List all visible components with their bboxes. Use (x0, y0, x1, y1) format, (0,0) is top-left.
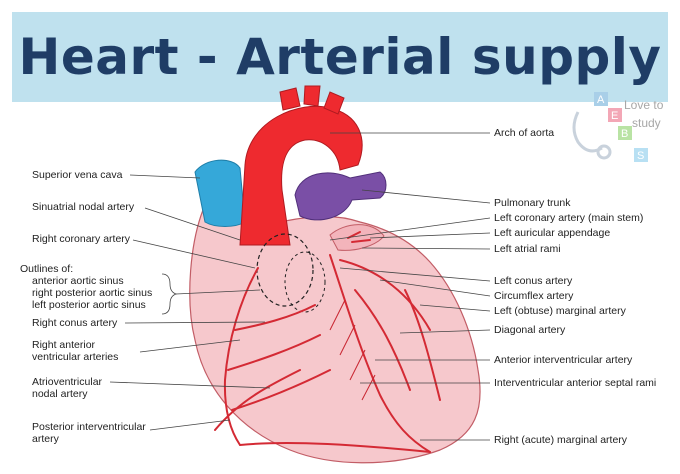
left-auricular-appendage (329, 224, 385, 251)
leader-right-anterior-ventricular (139, 339, 241, 353)
label-atrioventricular-line2: nodal artery (32, 388, 88, 400)
label-anterior-aortic-sinus: anterior aortic sinus (32, 275, 124, 287)
leader-sinuatrial-nodal-artery (144, 207, 241, 241)
leader-pulmonary-trunk (361, 189, 491, 204)
circumflex-vessel (339, 259, 431, 331)
label-diagonal-artery: Diagonal artery (494, 324, 566, 336)
label-circumflex-artery: Circumflex artery (494, 290, 574, 302)
label-right-anterior-line1: Right anterior (32, 339, 96, 351)
pulmonary-trunk (294, 171, 387, 221)
label-right-posterior-aortic-sinus: right posterior aortic sinus (32, 287, 152, 299)
letter-tile-a (594, 92, 608, 106)
label-sinuatrial-nodal-artery: Sinuatrial nodal artery (32, 201, 135, 213)
aortic-branch-3 (323, 91, 345, 115)
right-ventricular-branch-3 (231, 369, 331, 411)
logo-letter-s: S (637, 150, 644, 162)
aortic-arch (239, 105, 363, 246)
logo-letter-a: A (597, 94, 605, 106)
leader-superior-vena-cava (129, 174, 201, 179)
label-posterior-interventricular-line2: artery (32, 433, 60, 445)
aortic-branch-2 (303, 85, 321, 107)
leader-circumflex-artery (379, 279, 491, 297)
label-right-acute-marginal: Right (acute) marginal artery (494, 434, 628, 446)
logo-text-study: study (632, 116, 661, 130)
right-coronary-artery-vessel (223, 267, 259, 446)
leader-right-coronary-artery (132, 239, 256, 269)
letter-tile-e (608, 108, 622, 122)
logo-letter-b: B (621, 128, 628, 140)
leader-posterior-interventricular (149, 419, 231, 431)
leader-left-obtuse-marginal (419, 304, 491, 312)
septal-rami (329, 299, 376, 401)
leader-left-conus-artery (339, 267, 491, 282)
leader-atrioventricular-nodal (109, 381, 271, 389)
label-right-anterior-line2: ventricular arteries (32, 351, 118, 363)
leader-right-conus-artery (124, 321, 266, 324)
leader-left-coronary-artery (329, 217, 491, 241)
label-anterior-interventricular: Anterior interventricular artery (494, 354, 633, 366)
leader-diagonal-artery (399, 329, 491, 334)
left-marginal-vessel (404, 289, 441, 401)
label-left-obtuse-marginal: Left (obtuse) marginal artery (494, 305, 627, 317)
leader-aortic-sinus (175, 289, 261, 295)
label-atrioventricular-line1: Atrioventricular (32, 376, 103, 388)
letter-tile-s (634, 148, 648, 162)
page-title: Heart - Arterial supply (18, 28, 662, 86)
label-left-coronary-artery: Left coronary artery (main stem) (494, 212, 643, 224)
diagonal-vessel (354, 289, 411, 391)
label-right-coronary-artery: Right coronary artery (32, 233, 131, 245)
letter-tile-b (618, 126, 632, 140)
right-ventricular-branch-2 (227, 334, 321, 371)
aortic-sinus-outline-2 (284, 251, 326, 313)
label-left-atrial-rami: Left atrial rami (494, 243, 561, 255)
label-outlines-of: Outlines of: (20, 263, 73, 275)
logo-letter-e: E (611, 110, 618, 122)
anterior-interventricular-vessel (329, 254, 431, 453)
love-to-study-logo: A E B S Love to study (560, 90, 680, 190)
leader-left-atrial-rami (361, 247, 491, 250)
leader-brace-aortic-sinus (161, 273, 178, 315)
stethoscope-icon: A E B S (572, 92, 648, 162)
leader-left-auricular-appendage (369, 232, 491, 239)
label-left-posterior-aortic-sinus: left posterior aortic sinus (32, 299, 146, 311)
label-interventricular-septal-rami: Interventricular anterior septal rami (494, 377, 656, 389)
label-right-conus-artery: Right conus artery (32, 317, 118, 329)
label-left-auricular-appendage: Left auricular appendage (494, 227, 610, 239)
label-arch-of-aorta: Arch of aorta (494, 127, 554, 139)
aortic-branch-1 (279, 87, 301, 111)
logo-text-love-to: Love to (624, 98, 664, 112)
acute-marginal-vessel (239, 441, 431, 453)
label-left-conus-artery: Left conus artery (494, 275, 573, 287)
right-ventricular-branch-1 (234, 304, 316, 331)
label-pulmonary-trunk: Pulmonary trunk (494, 197, 571, 209)
label-superior-vena-cava: Superior vena cava (32, 169, 123, 181)
coronary-vessels (214, 231, 441, 453)
title-band: Heart - Arterial supply (12, 12, 668, 102)
label-posterior-interventricular-line1: Posterior interventricular (32, 421, 146, 433)
